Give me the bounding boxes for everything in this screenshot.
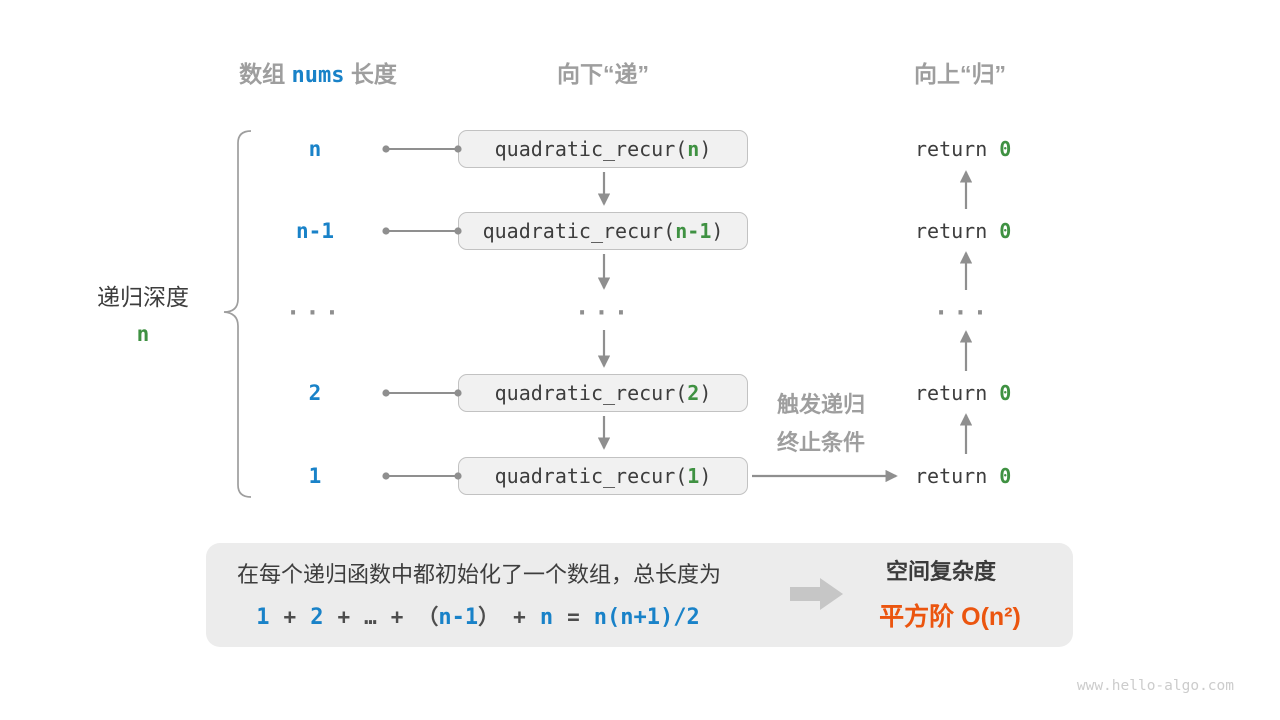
call-box-n: quadratic_recur(n): [458, 130, 748, 168]
formula-plus: +: [513, 605, 526, 629]
base-case-label: 触发递归 终止条件: [777, 386, 865, 462]
call-box-2: quadratic_recur(2): [458, 374, 748, 412]
recursion-depth-value: n: [136, 322, 150, 346]
call-arg: n-1: [675, 219, 712, 243]
call-close: ): [699, 464, 712, 488]
return-statement-1: return 0: [915, 464, 1011, 488]
return-value: 0: [999, 464, 1012, 488]
space-complexity-value: 平方阶 O(n²): [879, 603, 1021, 631]
formula-ellipsis: …: [364, 605, 377, 629]
total-length-formula: 1 + 2 + … + （n-1） + n = n(n+1)/2: [256, 601, 699, 631]
return-value: 0: [999, 137, 1012, 161]
recursion-depth-label: 递归深度 n: [43, 278, 243, 346]
depth-value-2: 2: [308, 381, 322, 405]
return-value: 0: [999, 219, 1012, 243]
formula-plus: +: [390, 605, 404, 629]
call-ellipsis: ...: [574, 292, 634, 321]
formula-plus: +: [283, 605, 297, 629]
formula-term: 2: [310, 605, 324, 630]
call-text: quadratic_recur(: [494, 137, 688, 161]
formula-paren: ）: [478, 605, 500, 629]
call-text: quadratic_recur(: [494, 381, 688, 405]
base-case-label-line2: 终止条件: [776, 430, 866, 455]
space-complexity-title: 空间复杂度: [885, 559, 997, 584]
return-statement-2: return 0: [915, 381, 1011, 405]
connector-row-2: [382, 389, 462, 397]
connector-row-n-1: [382, 227, 462, 235]
formula-term: 1: [256, 605, 270, 630]
column-header-array-length: 数组 nums 长度: [239, 55, 397, 89]
call-arg: n: [687, 137, 700, 161]
call-arg: 2: [687, 381, 700, 405]
connector-row-n: [382, 145, 462, 153]
depth-value-1: 1: [308, 464, 322, 488]
depth-ellipsis: ...: [285, 292, 345, 321]
depth-value-n-1: n-1: [296, 219, 334, 243]
formula-plus: +: [337, 605, 351, 629]
formula-paren: （: [417, 605, 439, 629]
base-case-label-line1: 触发递归: [776, 392, 866, 417]
return-keyword: return: [915, 219, 988, 243]
return-keyword: return: [915, 381, 988, 405]
formula-term: n: [539, 605, 554, 630]
return-statement-n: return 0: [915, 137, 1011, 161]
call-close: ): [699, 137, 712, 161]
call-box-1: quadratic_recur(1): [458, 457, 748, 495]
connector-row-1: [382, 472, 462, 480]
formula-term-group: （n-1）: [417, 601, 499, 631]
call-text: quadratic_recur(: [482, 219, 676, 243]
watermark: www.hello-algo.com: [1076, 678, 1234, 694]
header-array-pre: 数组: [239, 61, 286, 87]
call-close: ): [699, 381, 712, 405]
header-array-var: nums: [291, 63, 345, 88]
header-array-post: 长度: [350, 61, 397, 87]
return-statement-n-1: return 0: [915, 219, 1011, 243]
return-ellipsis: ...: [933, 292, 993, 321]
formula-result: n(n+1)/2: [593, 605, 700, 630]
recursion-depth-text: 递归深度: [97, 284, 189, 310]
call-arg: 1: [687, 464, 700, 488]
column-header-ascend: 向上“归”: [914, 61, 1006, 87]
return-value: 0: [999, 381, 1012, 405]
return-keyword: return: [915, 464, 988, 488]
summary-description: 在每个递归函数中都初始化了一个数组，总长度为: [236, 562, 722, 587]
call-text: quadratic_recur(: [494, 464, 688, 488]
summary-panel: 在每个递归函数中都初始化了一个数组，总长度为 1 + 2 + … + （n-1）…: [206, 543, 1073, 647]
column-header-descend: 向下“递”: [557, 61, 649, 87]
call-close: ): [711, 219, 724, 243]
call-box-n-1: quadratic_recur(n-1): [458, 212, 748, 250]
formula-equals: =: [567, 605, 580, 629]
formula-term: n-1: [438, 605, 479, 630]
return-keyword: return: [915, 137, 988, 161]
depth-value-n: n: [308, 137, 322, 161]
